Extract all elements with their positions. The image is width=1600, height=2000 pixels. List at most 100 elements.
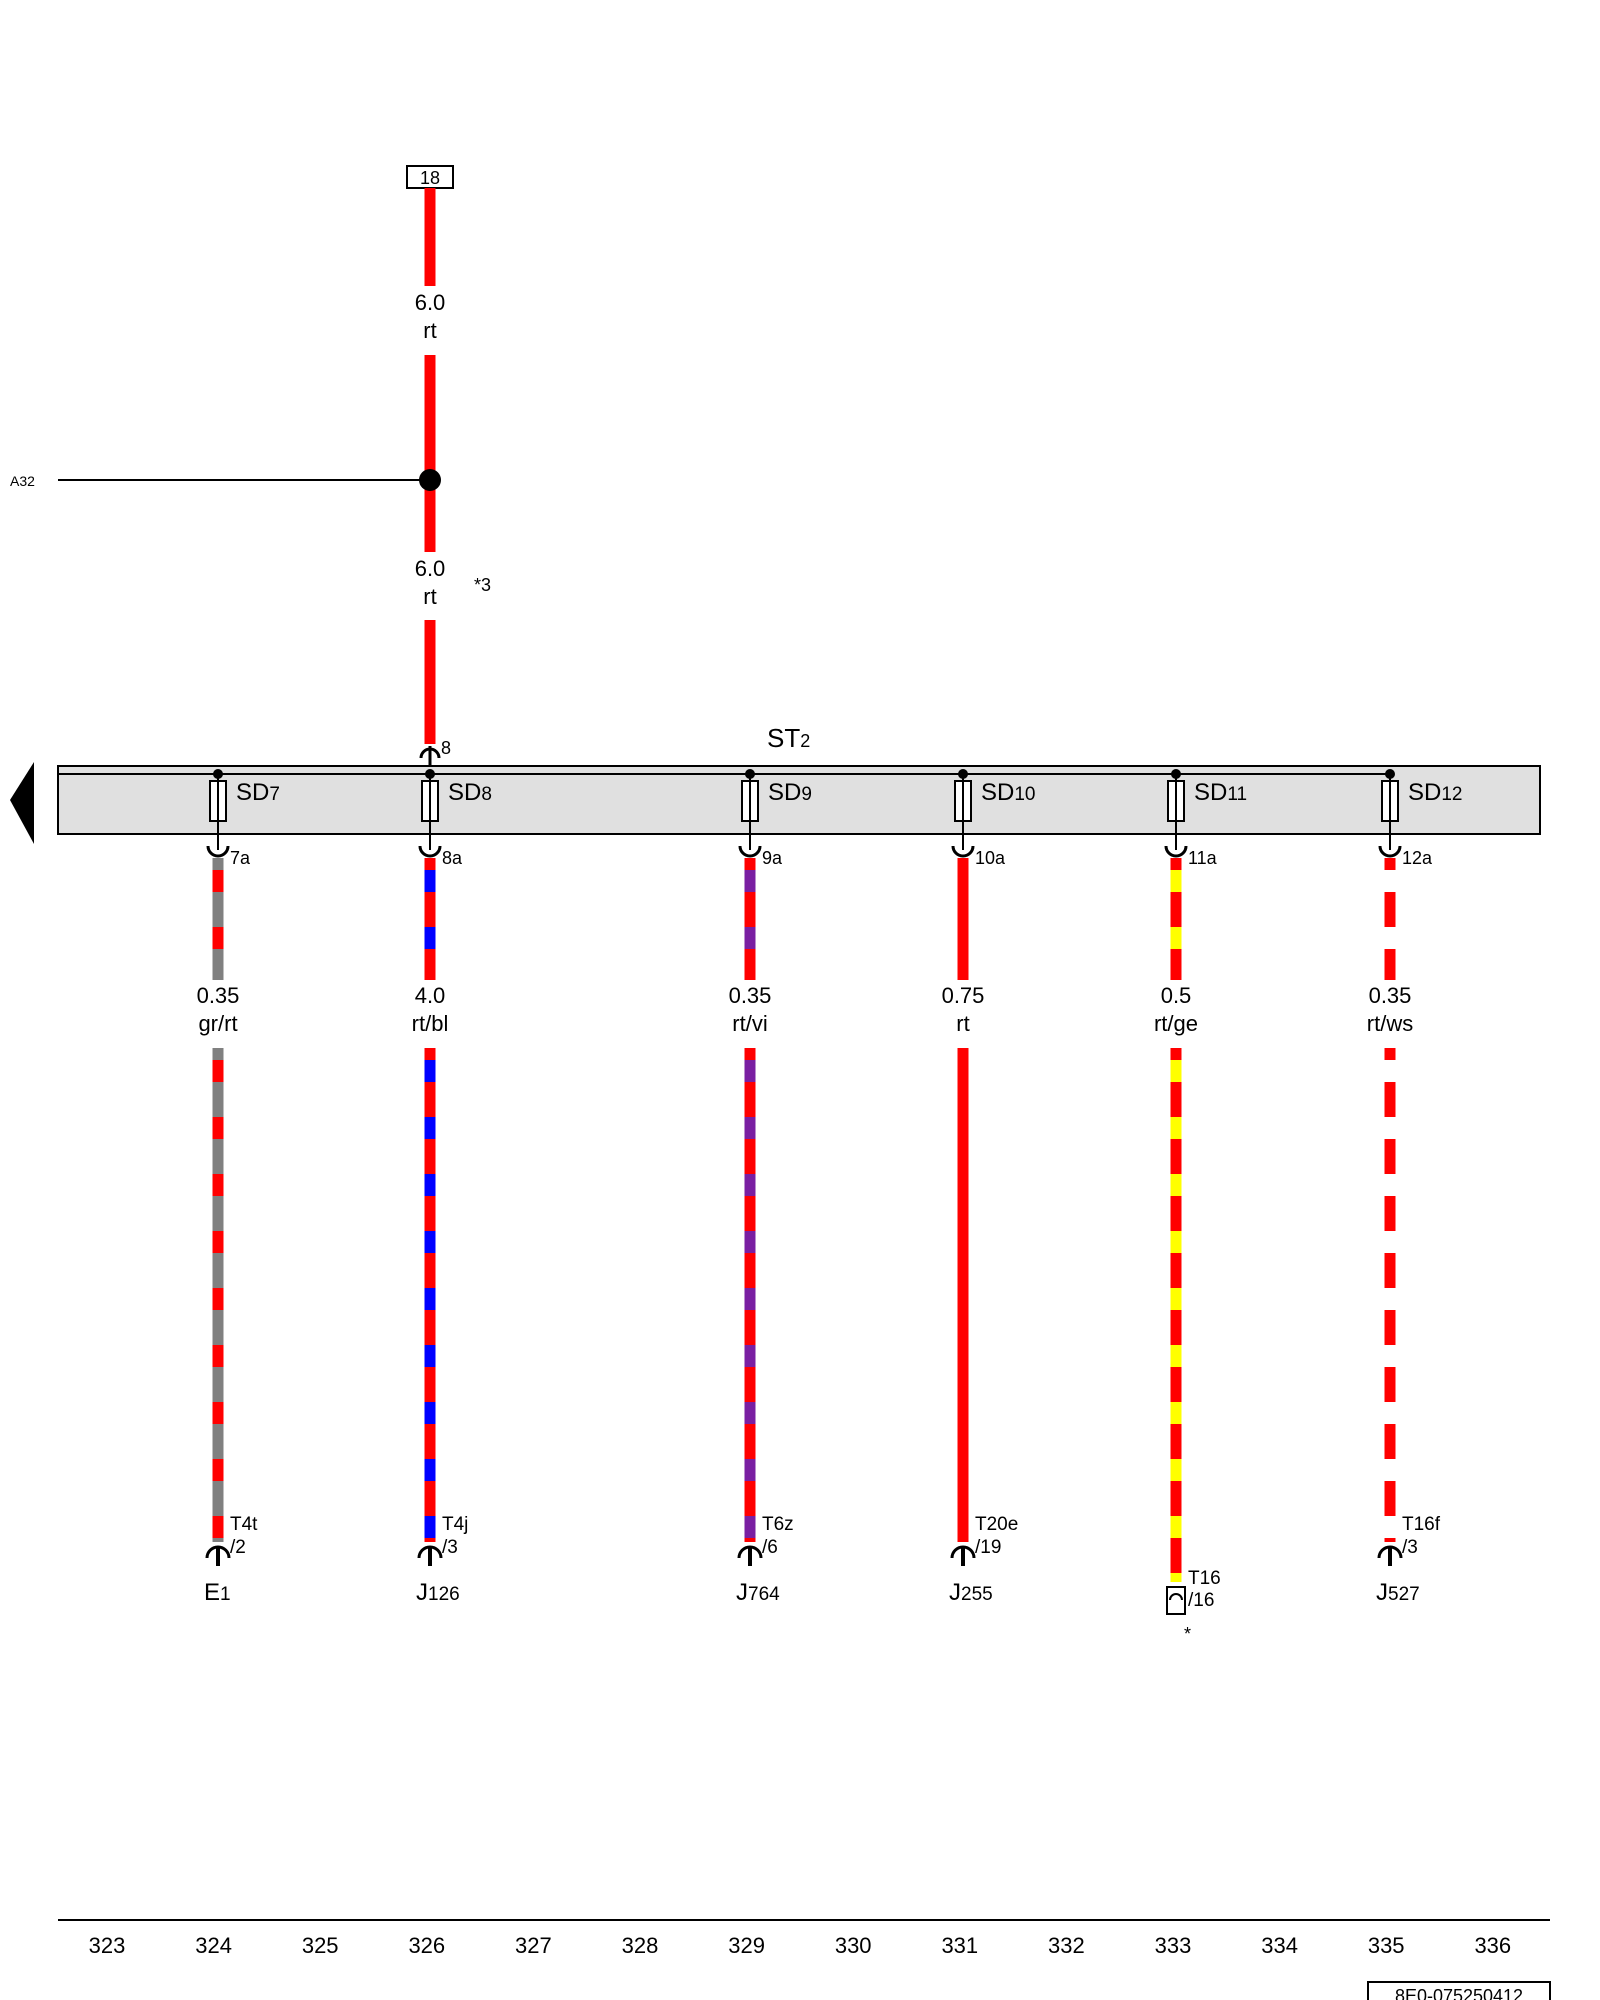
connector-name: T20e: [975, 1514, 1018, 1535]
fuse-label: SD10: [981, 779, 1035, 806]
bus-tap-dot: [425, 769, 435, 779]
fuse-bar: ST2: [10, 723, 1541, 844]
fuse-bar-body: [57, 765, 1541, 835]
wire-size-label: 0.75: [942, 983, 985, 1008]
wire-size-label: 0.5: [1161, 983, 1192, 1008]
wire-color-label: gr/rt: [198, 1011, 237, 1036]
wire-color-label: rt: [956, 1011, 969, 1036]
grid-number: 332: [1048, 1933, 1085, 1958]
grid-number: 334: [1261, 1933, 1298, 1958]
grid-number: 333: [1155, 1933, 1192, 1958]
fuse-bar-name: ST2: [767, 723, 810, 753]
connector-pin: /3: [1402, 1537, 1418, 1558]
component-label: J255: [949, 1579, 993, 1606]
output-pin-label: 11a: [1188, 848, 1218, 868]
fuse-circuits: SD77a0.35gr/rtT4t/2E1SD88a4.0rt/blT4j/3J…: [197, 769, 1462, 1644]
input-pin-label: 8: [441, 738, 451, 758]
output-connector-icon: [1164, 845, 1188, 858]
end-connector-icon: [417, 1545, 443, 1559]
doc-id-box: [1367, 1981, 1551, 2000]
connector-pin: /16: [1188, 1590, 1214, 1611]
connector-name: T16f: [1402, 1514, 1441, 1535]
supply-seg2-size: 6.0: [415, 556, 446, 581]
plug-box-icon: [1166, 1586, 1186, 1615]
wire-size-label: 0.35: [197, 983, 240, 1008]
end-connector-icon: [1377, 1545, 1403, 1559]
fuse-label: SD7: [236, 779, 280, 806]
end-connector-icon: [950, 1545, 976, 1559]
component-label: E1: [204, 1579, 231, 1606]
bus-tap-dot: [1385, 769, 1395, 779]
output-connector-icon: [206, 845, 230, 858]
fuse-label: SD9: [768, 779, 812, 806]
bus-tap-dot: [213, 769, 223, 779]
supply-seg2-note: *3: [474, 575, 491, 595]
grid-ruler: 323 324 325 326 327 328 329 330 331 332 333 334 335 3…: [58, 1919, 1551, 2000]
end-connector-icon: [737, 1545, 763, 1559]
supply-wire: 18 6.0 rt A32 6.0 rt *3 8: [10, 165, 491, 766]
plug-box-arc: [1169, 1593, 1183, 1601]
wire-size-label: 0.35: [1369, 983, 1412, 1008]
component-label: J126: [416, 1579, 460, 1606]
fuse-label: SD11: [1194, 779, 1247, 806]
left-arrow-icon: [10, 762, 34, 844]
component-label: J527: [1376, 1579, 1420, 1606]
grid-number: 323: [89, 1933, 126, 1958]
connector-name: T6z: [762, 1514, 794, 1535]
grid-number: 328: [622, 1933, 659, 1958]
connector-pin: /3: [442, 1537, 458, 1558]
branch-label-a32: A32: [10, 473, 35, 489]
end-connector-icon: [205, 1545, 231, 1559]
connector-pin: /6: [762, 1537, 778, 1558]
wire-size-label: 4.0: [415, 983, 446, 1008]
grid-number: 324: [195, 1933, 232, 1958]
output-connector-icon: [418, 845, 442, 858]
supply-seg1-size: 6.0: [415, 290, 446, 315]
connector-pin: /19: [975, 1537, 1001, 1558]
output-connector-icon: [1378, 845, 1402, 858]
terminal-18-label: 18: [420, 168, 440, 188]
doc-id: 8E0-075250412: [1395, 1986, 1523, 2000]
output-pin-label: 8a: [442, 848, 463, 868]
wire-color-label: rt/bl: [412, 1011, 449, 1036]
output-connector-icon: [738, 845, 762, 858]
wire-color-label: rt/ws: [1367, 1011, 1413, 1036]
grid-numbers: 323 324 325 326 327 328 329 330 331 332 333 334 335 3…: [89, 1933, 1512, 1958]
grid-number: 329: [728, 1933, 765, 1958]
component-label: J764: [736, 1579, 780, 1606]
grid-number: 327: [515, 1933, 552, 1958]
bus-tap-dot: [745, 769, 755, 779]
wire-color-label: rt/ge: [1154, 1011, 1198, 1036]
supply-seg2-color: rt: [423, 584, 436, 609]
output-connector-icon: [951, 845, 975, 858]
connector-name: T4j: [442, 1514, 468, 1535]
bus-tap-dot: [1171, 769, 1181, 779]
wire-color-label: rt/vi: [732, 1011, 767, 1036]
supply-seg1-color: rt: [423, 318, 436, 343]
grid-number: 331: [941, 1933, 978, 1958]
output-pin-label: 7a: [230, 848, 251, 868]
output-pin-label: 9a: [762, 848, 783, 868]
wire-size-label: 0.35: [729, 983, 772, 1008]
fuse-label: SD8: [448, 779, 492, 806]
connector-name: T16: [1188, 1568, 1221, 1589]
output-pin-label: 12a: [1402, 848, 1433, 868]
circuit-note: *: [1184, 1624, 1191, 1644]
connector-pin: /2: [230, 1537, 246, 1558]
grid-number: 336: [1474, 1933, 1511, 1958]
junction-dot: [419, 469, 441, 491]
output-pin-label: 10a: [975, 848, 1006, 868]
grid-number: 335: [1368, 1933, 1405, 1958]
bus-tap-dot: [958, 769, 968, 779]
grid-number: 330: [835, 1933, 872, 1958]
grid-number: 326: [408, 1933, 445, 1958]
grid-number: 325: [302, 1933, 339, 1958]
fuse-label: SD12: [1408, 779, 1462, 806]
